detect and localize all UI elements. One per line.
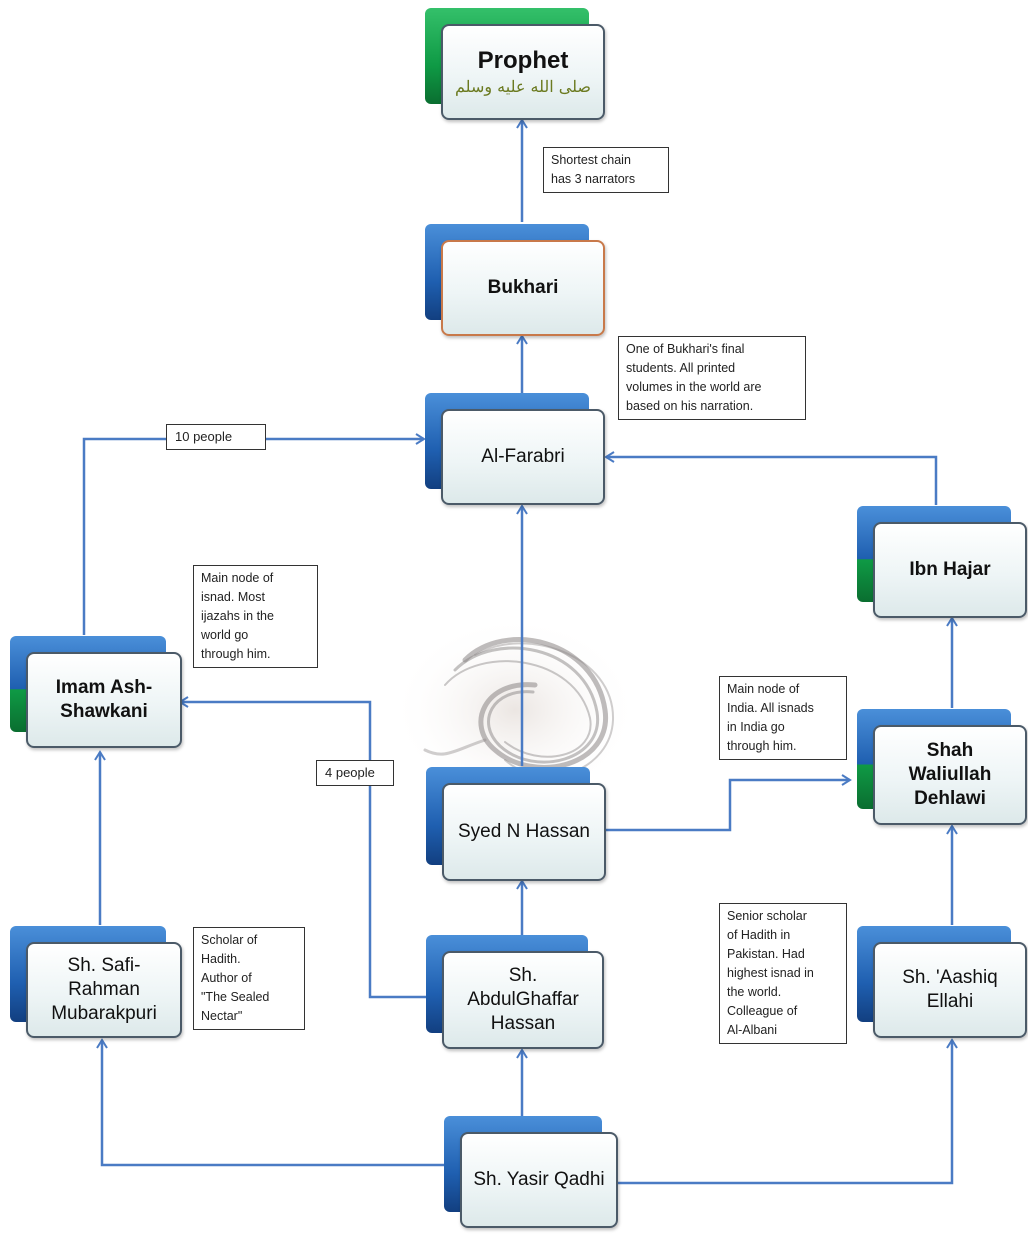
node-card: Syed N Hassan <box>442 783 606 881</box>
node-mubarakpuri-title: Sh. Safi- Rahman Mubarakpuri <box>51 955 157 1024</box>
note-shortest-chain: Shortest chain has 3 narrators <box>543 147 669 193</box>
node-syed-hassan: Syed N Hassan <box>426 767 606 881</box>
node-card: Prophet صلى الله عليه وسلم <box>441 24 605 120</box>
node-yasir-title: Sh. Yasir Qadhi <box>473 1169 605 1190</box>
edge-syed-waliullah <box>606 774 852 832</box>
edge-shawkani-farabri <box>82 433 426 635</box>
note-farabri: One of Bukhari's final students. All pri… <box>618 336 806 420</box>
edge-label-four-people: 4 people <box>316 760 394 786</box>
node-card: Al-Farabri <box>441 409 605 505</box>
node-yasir: Sh. Yasir Qadhi <box>444 1116 618 1228</box>
node-card: Imam Ash- Shawkani <box>26 652 182 748</box>
node-card: Sh. 'Aashiq Ellahi <box>873 942 1027 1038</box>
node-abdulghaffar: Sh. AbdulGhaffar Hassan <box>426 935 604 1049</box>
note-mubarakpuri: Scholar of Hadith. Author of "The Sealed… <box>193 927 305 1030</box>
edge-label-ten-people: 10 people <box>166 424 266 450</box>
node-ibn-hajar: Ibn Hajar <box>857 506 1027 618</box>
node-abdulghaffar-title: Sh. AbdulGhaffar Hassan <box>467 965 579 1034</box>
node-prophet-title: Prophet <box>477 46 569 74</box>
node-shawkani-title: Imam Ash- Shawkani <box>55 677 153 722</box>
node-waliullah-title: Shah Waliullah Dehlawi <box>908 740 992 809</box>
node-aashiq-title: Sh. 'Aashiq Ellahi <box>902 967 998 1012</box>
node-prophet-honorific: صلى الله عليه وسلم <box>455 76 591 96</box>
edge-abdulghaffar-shawkani <box>178 696 444 999</box>
node-mubarakpuri: Sh. Safi- Rahman Mubarakpuri <box>10 926 182 1038</box>
node-shawkani: Imam Ash- Shawkani <box>10 636 182 748</box>
node-card: Sh. Safi- Rahman Mubarakpuri <box>26 942 182 1038</box>
node-card: Shah Waliullah Dehlawi <box>873 725 1027 825</box>
node-syed-hassan-title: Syed N Hassan <box>457 821 590 842</box>
node-bukhari: Bukhari <box>425 224 605 336</box>
node-card: Sh. AbdulGhaffar Hassan <box>442 951 604 1049</box>
node-farabri: Al-Farabri <box>425 393 605 505</box>
edge-ibnhajar-farabri <box>604 451 938 505</box>
node-bukhari-title: Bukhari <box>487 277 559 298</box>
node-card: Sh. Yasir Qadhi <box>460 1132 618 1228</box>
node-prophet: Prophet صلى الله عليه وسلم <box>425 8 605 120</box>
note-aashiq: Senior scholar of Hadith in Pakistan. Ha… <box>719 903 847 1044</box>
note-shawkani: Main node of isnad. Most ijazahs in the … <box>193 565 318 668</box>
node-card: Bukhari <box>441 240 605 336</box>
edge-yasir-mubarakpuri <box>96 1038 446 1167</box>
node-aashiq: Sh. 'Aashiq Ellahi <box>857 926 1027 1038</box>
node-ibn-hajar-title: Ibn Hajar <box>909 559 991 580</box>
node-farabri-title: Al-Farabri <box>481 446 565 467</box>
note-india: Main node of India. All isnads in India … <box>719 676 847 760</box>
edge-yasir-aashiq <box>618 1038 958 1185</box>
node-waliullah: Shah Waliullah Dehlawi <box>857 709 1027 825</box>
node-card: Ibn Hajar <box>873 522 1027 618</box>
